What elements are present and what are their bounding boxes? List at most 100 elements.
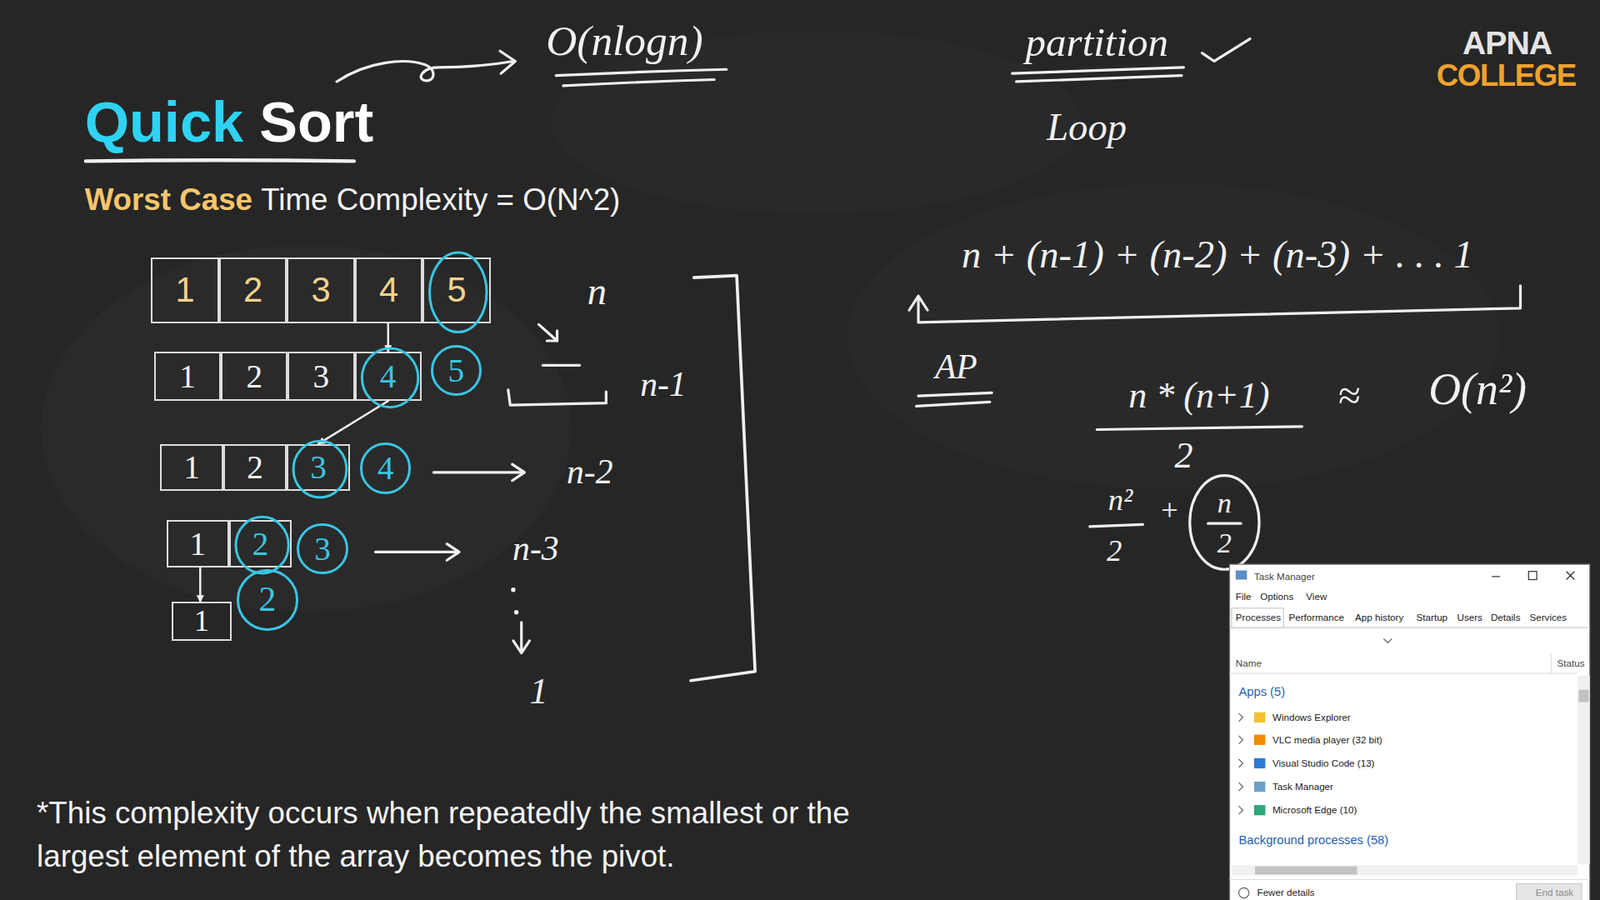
window-text: File — [1235, 591, 1252, 603]
logo: APNA — [1462, 26, 1552, 60]
cell-value: 1 — [175, 270, 195, 310]
task-manager-window — [1230, 564, 1590, 900]
cell-value: 3 — [311, 270, 331, 310]
formula: n — [1217, 486, 1232, 520]
array-cell: 1 — [150, 257, 220, 325]
expand-chevron — [1239, 713, 1244, 722]
bracket — [508, 390, 607, 405]
fraction-line — [1208, 522, 1241, 525]
pivot-cell: 3 — [286, 444, 350, 491]
arrow-head — [909, 295, 928, 310]
pivot-cell: 4 — [355, 351, 422, 401]
pivot-cell: 5 — [422, 257, 491, 325]
cell-value: 1 — [183, 449, 200, 485]
chalk-smudge — [846, 183, 1500, 490]
step-cost: n-2 — [566, 452, 614, 493]
pivot-circle — [235, 517, 289, 575]
formula: n² — [1108, 482, 1133, 518]
h-scrollbar — [1231, 865, 1578, 875]
window-text: View — [1305, 591, 1327, 603]
window-text: End task — [1535, 887, 1574, 899]
expand-chevron — [1239, 782, 1244, 791]
arrow-head — [546, 330, 557, 341]
underline — [916, 401, 990, 406]
arrow-head — [500, 50, 515, 74]
window-text: Name — [1235, 657, 1262, 669]
scroll-thumb — [1578, 690, 1589, 703]
header-line — [1230, 673, 1579, 675]
formula: ≈ — [1337, 372, 1360, 420]
arrow-head — [446, 544, 460, 561]
arrow-head — [512, 464, 525, 481]
scrollbar — [1577, 675, 1590, 865]
array-cell: 2 — [219, 257, 288, 325]
cell-value: 3 — [313, 358, 330, 395]
cell-value: 4 — [379, 270, 399, 310]
placed-pivot: 2 — [236, 569, 298, 630]
window-text: Startup — [1416, 611, 1448, 623]
formula: 2 — [1106, 533, 1122, 569]
window-text: Apps (5) — [1239, 685, 1286, 700]
column-divider — [1550, 653, 1552, 674]
cell-value: 2 — [243, 270, 263, 310]
window-text: Performance — [1289, 611, 1345, 623]
expand-chevron — [1239, 759, 1244, 768]
formula: n * (n+1) — [1128, 375, 1270, 418]
minimize-button — [1491, 575, 1500, 577]
maximize-button — [1528, 571, 1537, 580]
chalk-smudge — [40, 245, 572, 613]
footer-line — [1230, 879, 1590, 880]
curved-arrow — [336, 60, 514, 81]
underline — [563, 80, 715, 86]
array-cell: 2 — [220, 351, 288, 401]
step-cost: n — [587, 269, 607, 315]
window-text: App history — [1355, 611, 1404, 623]
underline — [1012, 67, 1185, 74]
pivot-arrow — [199, 567, 202, 603]
formula: 2 — [1174, 435, 1193, 478]
step-cost: n-3 — [512, 529, 560, 570]
footnote: *This complexity occurs when repeatedly … — [36, 791, 915, 878]
logo: COLLEGE — [1436, 60, 1576, 92]
cell-value: 5 — [448, 352, 465, 389]
series-bracket — [918, 285, 1520, 323]
underline — [1016, 75, 1182, 82]
series: n + (n-1) + (n-2) + (n-3) + . . . 1 — [961, 232, 1474, 278]
fraction-line — [1090, 524, 1144, 526]
array-cell: 1 — [166, 520, 230, 567]
chevron — [1383, 639, 1392, 644]
cell-value: 4 — [380, 358, 397, 395]
underline — [918, 392, 992, 396]
formula: O(n²) — [1428, 364, 1527, 416]
window-text: Services — [1530, 611, 1568, 623]
window-text: Task Manager — [1272, 780, 1334, 792]
complexity-note: O(nlogn) — [545, 15, 703, 65]
window-text: Processes — [1235, 611, 1281, 623]
cell-value: 2 — [258, 580, 276, 620]
window-text: Background processes (58) — [1239, 832, 1390, 847]
fewer-icon — [1239, 887, 1250, 898]
sum-bracket — [690, 275, 755, 681]
placed-pivot: 5 — [430, 345, 482, 396]
placed-pivot: 3 — [296, 523, 348, 575]
h-scroll-thumb — [1255, 866, 1357, 875]
subtitle: Time Complexity = O(N^2) — [260, 182, 620, 218]
formula: 2 — [1217, 526, 1232, 560]
step-cost: n-1 — [640, 365, 687, 405]
cell-value: 1 — [179, 358, 196, 395]
window-text: Users — [1457, 611, 1483, 623]
dot — [510, 587, 515, 592]
cell-value: 3 — [310, 449, 327, 485]
cell-value: 2 — [245, 358, 263, 395]
subtitle: Worst Case — [85, 182, 253, 218]
dot — [514, 610, 519, 615]
window-text: Options — [1260, 591, 1294, 603]
window-text: VLC media player (32 bit) — [1272, 734, 1383, 745]
cell-value: 5 — [447, 270, 467, 310]
dash — [542, 364, 580, 367]
underline — [555, 69, 726, 75]
cell-value: 2 — [246, 449, 264, 485]
array-cell: 2 — [223, 444, 287, 491]
